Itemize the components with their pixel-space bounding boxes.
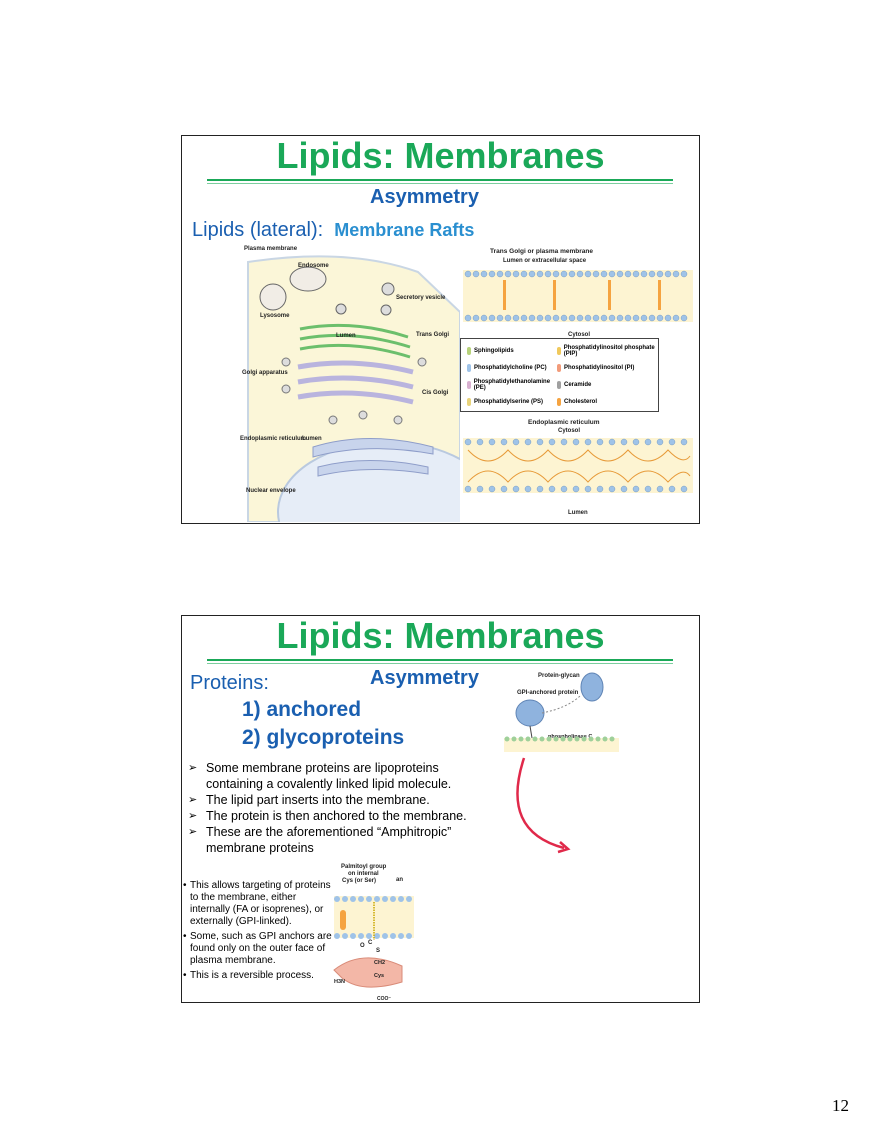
bottom-panel-lumen: Lumen (568, 510, 588, 516)
legend-label: Phosphatidylethanolamine (PE) (473, 379, 551, 391)
bullet-item: The protein is then anchored to the memb… (188, 808, 488, 824)
bullet-list: Some membrane proteins are lipoproteins … (188, 760, 488, 856)
legend-item: Phosphatidylinositol (PI) (557, 364, 662, 372)
top-panel-subtitle: Lumen or extracellular space (503, 258, 587, 264)
gpi-anchored-figure: Protein-glycan GPI-anchored protein phos… (504, 672, 619, 752)
slide-title: Lipids: Membranes (276, 615, 605, 656)
palmitoyl-label-line3: Cys (or Ser) (342, 878, 376, 884)
legend-label: Phosphatidylcholine (PC) (474, 365, 547, 371)
legend-swatch-icon (557, 381, 561, 389)
proteins-label: Proteins: (190, 672, 269, 694)
legend-swatch-icon (467, 364, 471, 372)
trans-golgi-label: Trans Golgi (416, 332, 449, 338)
h3n-label: H3N (334, 979, 345, 985)
title-divider (207, 179, 673, 181)
o-label: O (360, 943, 365, 949)
page-number: 12 (832, 1096, 849, 1115)
legend-item: Ceramide (557, 379, 662, 391)
golgi-apparatus-label: Golgi apparatus (242, 370, 288, 376)
slide-subtitle: Asymmetry (370, 667, 479, 689)
top-panel-cytosol: Cytosol (568, 332, 590, 338)
list-item-glycoproteins: 2) glycoproteins (242, 726, 405, 749)
note-item: Some, such as GPI anchors are found only… (182, 931, 332, 967)
cys-label: Cys (374, 973, 384, 979)
slide-1: Lipids: Membranes Asymmetry Lipids (late… (181, 135, 700, 524)
notes-list: This allows targeting of proteins to the… (182, 880, 332, 985)
palmitoyl-figure: Palmitoyl group on internal Cys (or Ser)… (333, 864, 414, 1002)
list-item-anchored: 1) anchored (242, 698, 362, 721)
coo-label: COO⁻ (377, 996, 391, 1002)
gpi-protein-label: GPI-anchored protein (517, 690, 579, 696)
title-divider-thin (207, 183, 673, 184)
c-label: C (368, 940, 373, 946)
legend-item: Phosphatidylinositol phosphate (PIP) (557, 345, 662, 357)
note-item: This allows targeting of proteins to the… (182, 880, 332, 928)
lysosome-label: Lysosome (260, 313, 290, 319)
lumen-top-label: Lumen (336, 333, 356, 339)
bullet-item: The lipid part inserts into the membrane… (188, 792, 488, 808)
cis-golgi-label: Cis Golgi (422, 390, 449, 396)
protein-glycan-label: Protein-glycan (538, 673, 580, 679)
plasma-membrane-label: Plasma membrane (244, 246, 298, 252)
legend-swatch-icon (557, 364, 561, 372)
legend-label: Phosphatidylserine (PS) (474, 399, 544, 405)
er-label: Endoplasmic reticulum (240, 436, 306, 442)
legend-swatch-icon (467, 381, 471, 389)
legend-item: Phosphatidylethanolamine (PE) (467, 379, 557, 391)
legend-swatch-icon (467, 347, 471, 355)
palmitoyl-label-line1: Palmitoyl group (341, 864, 387, 870)
legend-label: Cholesterol (564, 399, 598, 405)
slide-subtitle: Asymmetry (370, 186, 479, 208)
palmitoyl-label-line2: on internal (348, 871, 379, 877)
legend-label: Ceramide (564, 382, 592, 388)
legend-label: Phosphatidylinositol phosphate (PIP) (563, 345, 655, 357)
legend-swatch-icon (557, 398, 561, 406)
bottom-panel-cytosol: Cytosol (558, 428, 580, 434)
bottom-panel-title: Endoplasmic reticulum (528, 419, 600, 426)
nuclear-envelope-label: Nuclear envelope (246, 488, 296, 494)
lipids-lateral-line: Lipids (lateral): Membrane Rafts (192, 219, 474, 242)
legend-item: Phosphatidylcholine (PC) (467, 364, 557, 372)
slide-title: Lipids: Membranes (276, 135, 605, 176)
note-item: This is a reversible process. (182, 970, 332, 982)
top-panel-title: Trans Golgi or plasma membrane (490, 248, 593, 255)
an-label: an (396, 877, 403, 883)
legend-item: Sphingolipids (467, 345, 557, 357)
legend-item: Phosphatidylserine (PS) (467, 398, 557, 406)
title-divider-thin (207, 663, 673, 664)
lipid-legend: Sphingolipids Phosphatidylinositol phosph… (460, 338, 659, 412)
lateral-label: Lipids (lateral): (192, 219, 324, 241)
slide-2: Lipids: Membranes Asymmetry Proteins: 1)… (181, 615, 700, 1003)
endosome-label: Endosome (298, 263, 329, 269)
legend-item: Cholesterol (557, 398, 662, 406)
legend-label: Sphingolipids (474, 348, 514, 354)
lumen-bottom-label: Lumen (302, 436, 322, 442)
title-divider (207, 659, 673, 661)
bullet-item: Some membrane proteins are lipoproteins … (188, 760, 488, 792)
legend-label: Phosphatidylinositol (PI) (564, 365, 635, 371)
legend-swatch-icon (557, 347, 561, 355)
ch2-label: CH2 (374, 960, 385, 966)
s-label: S (376, 948, 380, 954)
secretory-vesicle-label: Secretory vesicle (396, 295, 446, 301)
bullet-item: These are the aforementioned “Amphitropi… (188, 824, 488, 856)
er-membrane-panel: Endoplasmic reticulum Cytosol Lumen (463, 419, 693, 516)
cell-trafficking-diagram: Plasma membrane Endosome Lysosome Secret… (240, 246, 460, 522)
trans-golgi-membrane-panel: Trans Golgi or plasma membrane Lumen or … (463, 248, 693, 338)
red-arrow (516, 757, 571, 854)
rafts-label: Membrane Rafts (334, 220, 475, 240)
legend-swatch-icon (467, 398, 471, 406)
